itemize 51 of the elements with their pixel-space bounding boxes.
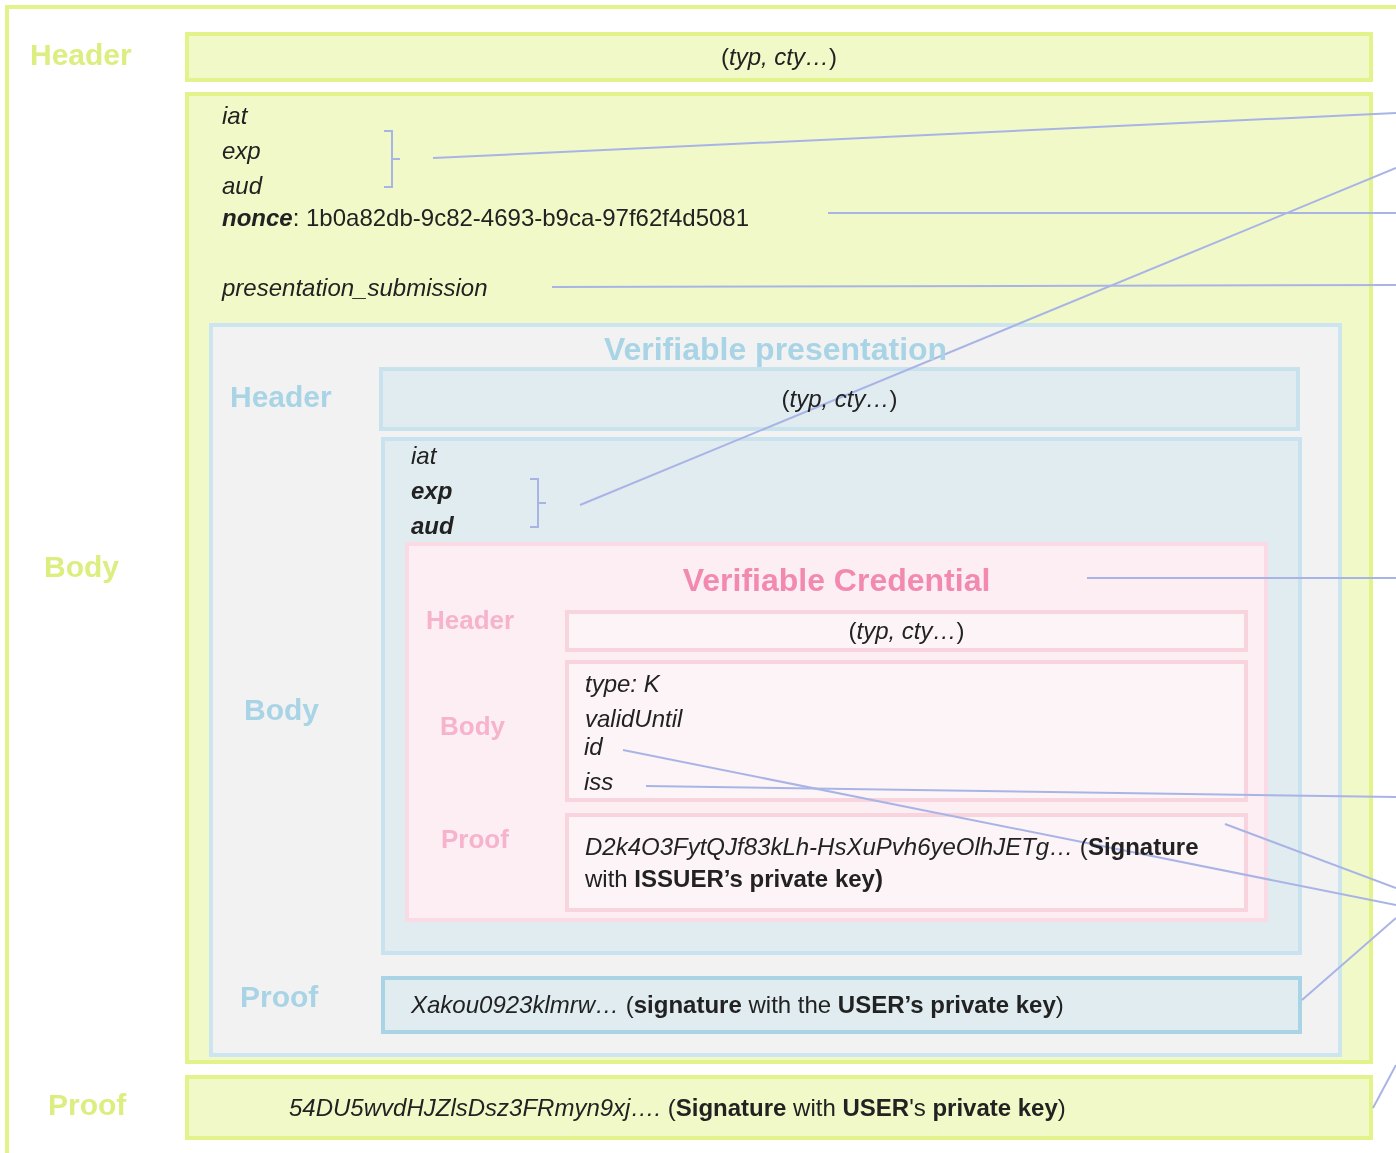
field-text: exp <box>411 476 453 506</box>
signature-text: 54DU5wvdHJZlsDsz3FRmyn9xj…. (Signature with USER's private key) <box>289 1092 1066 1123</box>
field-text: iss <box>584 767 614 797</box>
section-label: Header <box>426 605 515 636</box>
field-text: iat <box>411 441 437 471</box>
section-label: Proof <box>48 1088 127 1122</box>
section-label: Body <box>440 711 505 742</box>
field-text: validUntil <box>585 704 683 734</box>
leader-line <box>645 785 1396 798</box>
outer-frame <box>5 5 1396 1153</box>
section-label: Proof <box>441 824 509 855</box>
header-box <box>185 32 1373 82</box>
field-text: aud <box>222 171 263 201</box>
section-label: Header <box>30 38 132 72</box>
leader-line <box>579 167 1396 506</box>
box-title: Verifiable presentation <box>603 330 948 369</box>
body-box <box>565 660 1248 802</box>
box-title: Verifiable Credential <box>682 561 991 600</box>
leader-line <box>432 112 1396 159</box>
body-box <box>185 92 1373 1064</box>
signature-text: D2k4O3FytQJf83kLh-HsXuPvh6yeOlhJETg… (Signature with ISSUER’s private key) <box>585 832 1200 894</box>
field-text: aud <box>411 511 454 541</box>
leader-line <box>827 212 1396 214</box>
proof-box <box>381 976 1302 1034</box>
field-text: type: K <box>585 669 660 699</box>
presentation-box <box>209 323 1342 1057</box>
header-box <box>379 367 1300 431</box>
field-text: (typ, cty…) <box>721 42 837 73</box>
body-box <box>381 437 1302 955</box>
field-text: id <box>584 732 603 762</box>
section-label: Header <box>230 380 332 414</box>
field-text: (typ, cty…) <box>848 616 965 647</box>
leader-line <box>1086 577 1396 579</box>
section-label: Body <box>44 550 119 584</box>
proof-box <box>185 1075 1373 1140</box>
leader-line <box>1301 917 1396 1001</box>
leader-line <box>1372 1064 1396 1109</box>
proof-box <box>565 813 1248 912</box>
field-text: exp <box>222 136 261 166</box>
header-box <box>565 610 1248 652</box>
field-text: presentation_submission <box>222 273 488 303</box>
field-text: (typ, cty…) <box>781 384 898 415</box>
credential-box <box>405 542 1268 922</box>
signature-text: Xakou0923klmrw… (signature with the USER’s private key) <box>411 990 1064 1021</box>
field-text: nonce: 1b0a82db-9c82-4693-b9ca-97f62f4d5081 <box>222 203 750 233</box>
leader-line <box>622 749 1396 906</box>
section-label: Proof <box>240 980 319 1014</box>
section-label: Body <box>244 693 319 727</box>
leader-line <box>1224 823 1396 889</box>
field-text: iat <box>222 101 248 131</box>
leader-line <box>551 284 1396 288</box>
